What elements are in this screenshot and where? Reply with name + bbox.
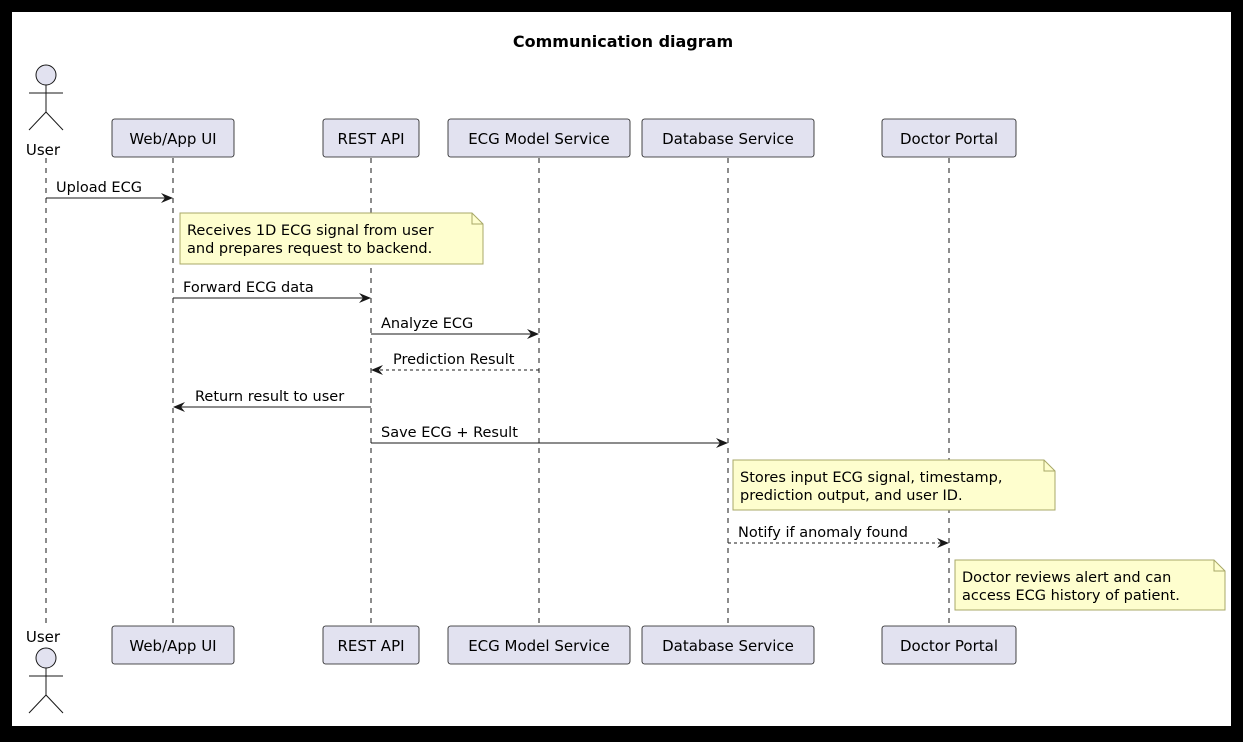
note-db: Stores input ECG signal, timestamp, predi… bbox=[732, 459, 1056, 511]
actor-label-top: User bbox=[26, 141, 61, 159]
participant-box bbox=[447, 118, 631, 158]
note-line: Doctor reviews alert and can bbox=[962, 570, 1171, 586]
diagram-title: Communication diagram bbox=[513, 32, 733, 51]
note-body bbox=[179, 212, 484, 265]
participant-doctor-top: Doctor Portal bbox=[881, 118, 1017, 158]
participant-api-top: REST API bbox=[322, 118, 420, 158]
actor-leg-right bbox=[45, 111, 64, 131]
participant-box bbox=[322, 118, 420, 158]
note-doctor: Doctor reviews alert and can access ECG h… bbox=[954, 559, 1226, 611]
participant-ui-top: Web/App UI bbox=[111, 118, 235, 158]
message-label: Upload ECG bbox=[56, 180, 142, 196]
participant-box bbox=[881, 625, 1017, 665]
participant-box bbox=[881, 118, 1017, 158]
note-body bbox=[954, 559, 1226, 611]
participant-label: Database Service bbox=[662, 130, 794, 148]
message-label: Forward ECG data bbox=[183, 280, 314, 296]
note-line: and prepares request to backend. bbox=[187, 241, 432, 257]
actor-head bbox=[35, 647, 57, 669]
message-1: Upload ECG bbox=[46, 180, 173, 203]
participant-doctor-bottom: Doctor Portal bbox=[881, 625, 1017, 665]
note-corner-fold bbox=[1213, 560, 1225, 572]
message-label: Prediction Result bbox=[393, 352, 515, 368]
participant-ui-bottom: Web/App UI bbox=[111, 625, 235, 665]
note-corner-fold bbox=[1043, 460, 1055, 472]
message-label: Return result to user bbox=[195, 389, 344, 405]
message-3: Analyze ECG bbox=[371, 316, 539, 339]
participant-box bbox=[447, 625, 631, 665]
note-line: access ECG history of patient. bbox=[962, 588, 1180, 604]
participant-label: Web/App UI bbox=[129, 637, 216, 655]
participant-box bbox=[322, 625, 420, 665]
message-label: Save ECG + Result bbox=[381, 425, 518, 441]
note-corner-fold bbox=[471, 213, 483, 225]
participant-model-top: ECG Model Service bbox=[447, 118, 631, 158]
participant-box bbox=[641, 625, 815, 665]
message-6: Save ECG + Result bbox=[371, 425, 728, 448]
actor-leg-left bbox=[28, 111, 47, 131]
note-body bbox=[732, 459, 1056, 511]
note-line: Receives 1D ECG signal from user bbox=[187, 223, 434, 239]
message-2: Forward ECG data bbox=[173, 280, 371, 303]
participant-label: Doctor Portal bbox=[900, 637, 998, 655]
participant-label: Doctor Portal bbox=[900, 130, 998, 148]
actor-user-bottom bbox=[28, 647, 64, 714]
participant-box bbox=[111, 625, 235, 665]
message-label: Analyze ECG bbox=[381, 316, 473, 332]
participant-label: Web/App UI bbox=[129, 130, 216, 148]
actor-leg-left bbox=[28, 694, 47, 714]
participant-box bbox=[111, 118, 235, 158]
actor-head bbox=[35, 64, 57, 86]
participant-db-bottom: Database Service bbox=[641, 625, 815, 665]
participant-db-top: Database Service bbox=[641, 118, 815, 158]
note-line: prediction output, and user ID. bbox=[740, 488, 963, 504]
note-ui: Receives 1D ECG signal from user and prep… bbox=[179, 212, 484, 265]
participant-label: ECG Model Service bbox=[468, 130, 610, 148]
participant-label: ECG Model Service bbox=[468, 637, 610, 655]
actor-leg-right bbox=[45, 694, 64, 714]
message-7: Notify if anomaly found bbox=[728, 525, 949, 548]
message-4: Prediction Result bbox=[371, 352, 539, 375]
note-line: Stores input ECG signal, timestamp, bbox=[740, 470, 1002, 486]
participant-model-bottom: ECG Model Service bbox=[447, 625, 631, 665]
participant-box bbox=[641, 118, 815, 158]
participant-label: Database Service bbox=[662, 637, 794, 655]
message-label: Notify if anomaly found bbox=[738, 525, 908, 541]
participant-api-bottom: REST API bbox=[322, 625, 420, 665]
actor-user-top bbox=[28, 64, 64, 131]
participant-label: REST API bbox=[337, 637, 404, 655]
message-5: Return result to user bbox=[173, 389, 371, 412]
participant-label: REST API bbox=[337, 130, 404, 148]
actor-label-bottom: User bbox=[26, 628, 61, 646]
